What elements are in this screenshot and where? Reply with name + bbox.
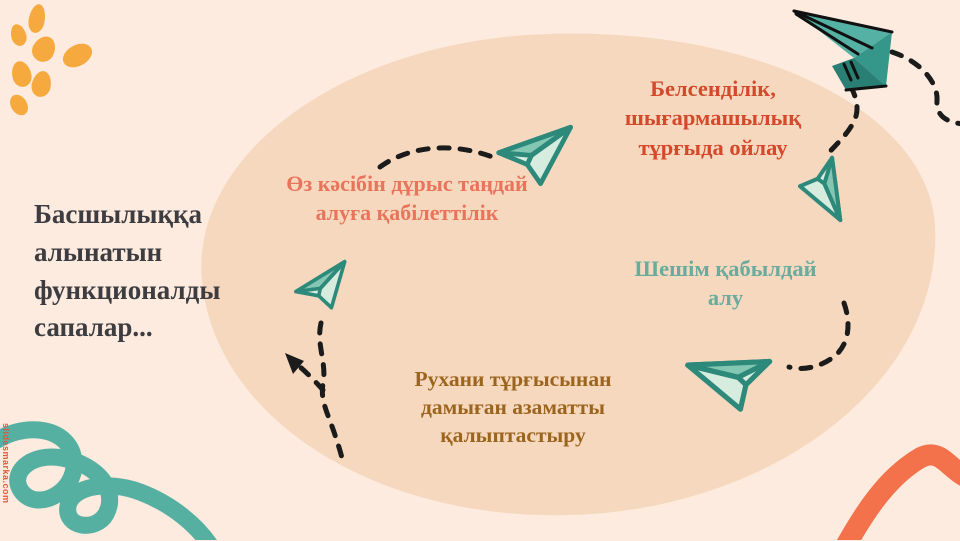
petal-icon	[26, 2, 48, 35]
squiggle-decoration	[0, 421, 217, 540]
quality-career-choice: Өз кәсібін дұрыс таңдай алуға қабілеттіл…	[286, 171, 528, 225]
big-paper-plane-icon	[792, 9, 894, 92]
petal-icon	[29, 69, 54, 99]
petal-icon	[8, 22, 29, 48]
petal-icon	[58, 38, 97, 73]
paper-plane-icon	[289, 257, 354, 317]
quality-spiritual-citizen: Рухани тұрғысынан дамыған азаматты қалып…	[414, 367, 612, 447]
quality-creative-thinking: Белсенділік, шығармашылық тұрғыда ойлау	[624, 76, 802, 160]
wave-decoration	[836, 444, 960, 540]
quality-decision-making: Шешім қабылдай алу	[634, 256, 817, 311]
petal-icon	[9, 59, 34, 89]
slide-title: Басшылыққа алынатын функционалды сапалар…	[34, 199, 221, 343]
watermark: slidesmarka.com	[1, 423, 11, 504]
petal-icon	[6, 91, 32, 119]
petal-icon	[28, 32, 60, 66]
